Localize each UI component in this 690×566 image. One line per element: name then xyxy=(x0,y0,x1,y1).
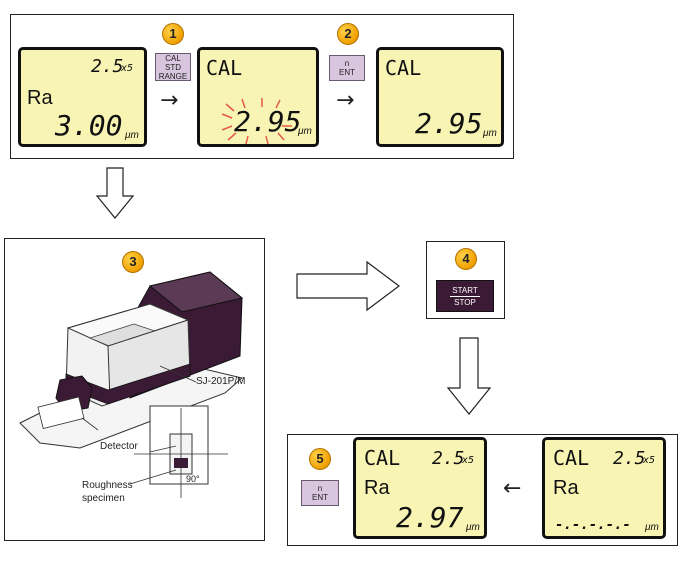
right-arrow-icon: → xyxy=(336,88,355,113)
measuring-placeholder: -.-.-.-.- xyxy=(555,517,631,533)
surface-tester-illustration xyxy=(19,271,244,498)
n-ent-key[interactable]: n ENT xyxy=(301,480,339,506)
range-value: 2.5 xyxy=(91,56,124,77)
unit-label: μm xyxy=(298,126,312,137)
cal-mode-label: CAL xyxy=(385,56,422,80)
range-suffix: x5 xyxy=(121,63,134,74)
step-1-badge: 1 xyxy=(162,23,184,45)
display-cal-measuring: CAL 2.5 x5 Ra -.-.-.-.- μm xyxy=(542,437,666,539)
left-arrow-icon: ← xyxy=(503,476,522,501)
down-arrow-icon xyxy=(95,167,135,219)
n-ent-key[interactable]: n ENT xyxy=(329,55,365,81)
parameter-label: Ra xyxy=(364,477,390,499)
parameter-label: Ra xyxy=(553,477,579,499)
display-cal-set: CAL 2.95 μm xyxy=(376,47,504,147)
flashing-rays-icon xyxy=(221,98,292,145)
model-label: SJ-201P/M xyxy=(196,376,246,387)
cal-std-range-key[interactable]: CAL STD RANGE xyxy=(155,53,191,81)
unit-label: μm xyxy=(466,522,480,533)
detector-label: Detector xyxy=(100,441,138,452)
step-4-badge: 4 xyxy=(455,248,477,270)
step-3-badge: 3 xyxy=(122,251,144,273)
step-5-badge: 5 xyxy=(309,448,331,470)
specimen-label-line2: specimen xyxy=(82,493,125,504)
range-suffix: x5 xyxy=(643,455,656,466)
cal-mode-label: CAL xyxy=(364,446,401,470)
unit-label: μm xyxy=(483,128,497,139)
display-initial: 2.5 x5 Ra 3.00 μm xyxy=(18,47,147,147)
set-value: 2.95 xyxy=(415,107,483,140)
specimen-label-line1: Roughness xyxy=(82,480,133,491)
range-value: 2.5 xyxy=(613,448,646,469)
cal-mode-label: CAL xyxy=(206,56,243,80)
step-2-badge: 2 xyxy=(337,23,359,45)
key-divider xyxy=(450,296,480,297)
flashing-value: 2.95 xyxy=(234,105,302,138)
unit-label: μm xyxy=(125,130,139,141)
display-cal-result: CAL 2.5 x5 Ra 2.97 μm xyxy=(353,437,487,539)
parameter-label: Ra xyxy=(27,87,53,109)
right-arrow-icon xyxy=(296,260,400,312)
angle-label: 90° xyxy=(186,474,200,484)
range-suffix: x5 xyxy=(462,455,475,466)
stop-label: STOP xyxy=(454,298,476,307)
cal-mode-label: CAL xyxy=(553,446,590,470)
right-arrow-icon: → xyxy=(160,88,179,113)
measured-value: 2.97 xyxy=(396,501,464,534)
start-label: START xyxy=(452,286,478,295)
unit-label: μm xyxy=(645,522,659,533)
display-cal-flashing: CAL 2.95 μm xyxy=(197,47,319,147)
range-value: 2.5 xyxy=(432,448,465,469)
measured-value: 3.00 xyxy=(55,109,123,142)
start-stop-key[interactable]: START STOP xyxy=(436,280,494,312)
down-arrow-icon xyxy=(446,337,492,415)
